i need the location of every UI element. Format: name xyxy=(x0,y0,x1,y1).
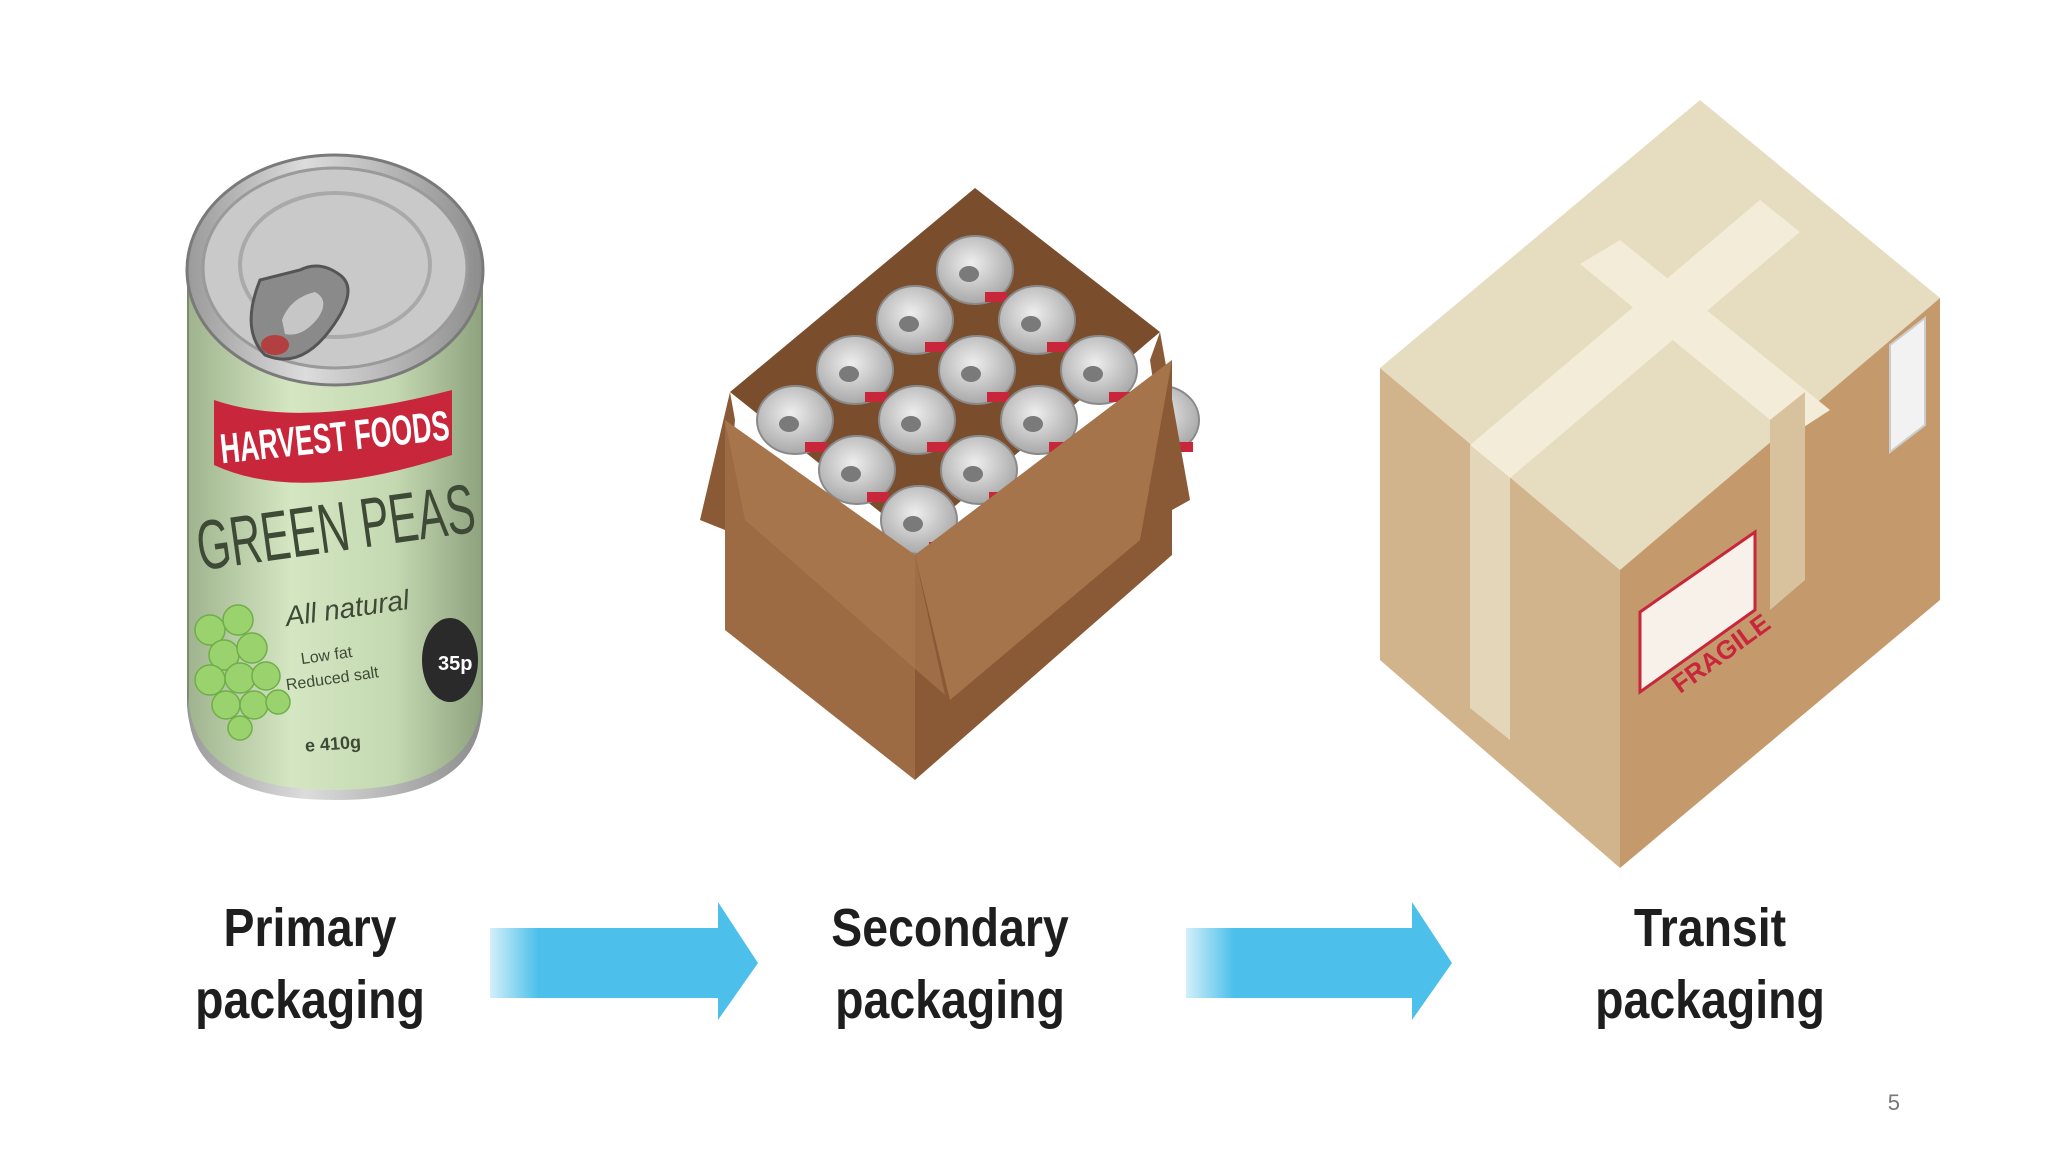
mini-can-icon xyxy=(938,335,1016,405)
can-price-text: 35p xyxy=(438,653,472,675)
stage-label-line2: packaging xyxy=(835,970,1065,1030)
brand-band xyxy=(214,390,452,483)
mini-can-icon xyxy=(940,435,1018,505)
stage-label-secondary: Secondary packaging xyxy=(821,892,1079,1036)
mini-can-icon xyxy=(998,285,1076,355)
stage-label-line2: packaging xyxy=(1595,970,1825,1030)
mini-can-icon xyxy=(1060,335,1138,405)
shipping-box-illustration: FRAGILE xyxy=(1380,100,1940,868)
peas-icon xyxy=(194,604,291,741)
stage-label-line1: Primary xyxy=(223,898,397,958)
page-number: 5 xyxy=(1887,1090,1900,1115)
stage-label-line2: packaging xyxy=(195,970,425,1030)
mini-can-icon xyxy=(756,385,834,455)
tin-can-illustration: HARVEST FOODS GREEN PEAS All natural Low… xyxy=(185,153,485,800)
mini-can-icon xyxy=(876,285,954,355)
stage-label-line1: Secondary xyxy=(831,898,1069,958)
mini-can-icon xyxy=(936,235,1014,305)
pull-tab-icon xyxy=(249,264,350,361)
stage-label-line1: Transit xyxy=(1633,898,1787,958)
arrow-right-icon xyxy=(490,902,758,1020)
price-badge: 35p xyxy=(422,618,478,702)
can-weight-text: e 410g xyxy=(304,732,361,756)
arrow-right-icon xyxy=(1186,902,1452,1020)
stage-label-transit: Transit packaging xyxy=(1590,892,1831,1036)
mini-can-icon xyxy=(878,385,956,455)
mini-can-icon xyxy=(818,435,896,505)
stage-label-primary: Primary packaging xyxy=(190,892,431,1036)
address-label xyxy=(1889,315,1926,455)
open-carton-illustration xyxy=(700,188,1200,780)
mini-can-icon xyxy=(816,335,894,405)
